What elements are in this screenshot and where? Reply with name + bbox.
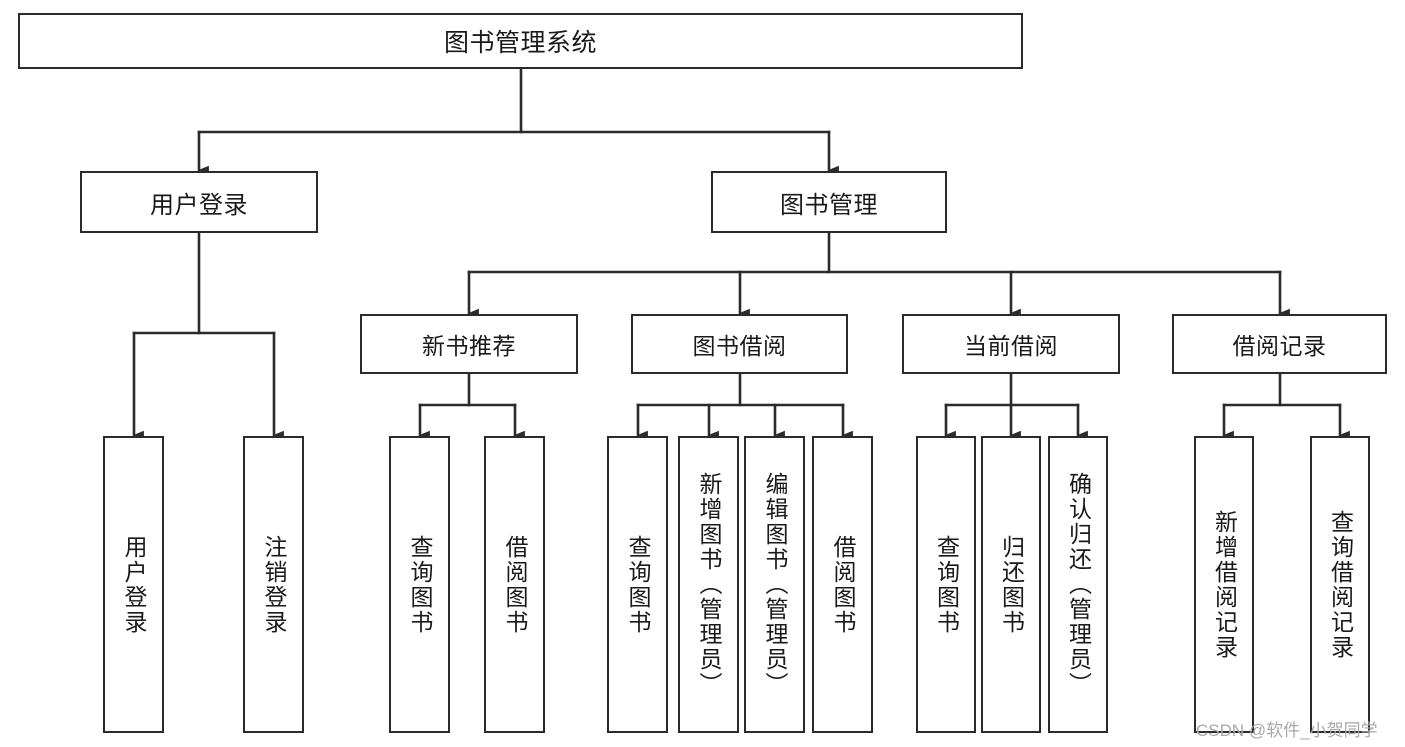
node-label: 借阅图书 [830,534,856,635]
node-label: 查询借阅记录 [1327,509,1354,660]
node-label: 图书管理系统 [443,29,597,57]
node-label: 图书借阅 [692,333,787,359]
leaf-user-login[interactable]: 用户登录 [103,436,164,733]
leaf-query-borrow-record[interactable]: 查询借阅记录 [1310,436,1370,733]
leaf-logout[interactable]: 注销登录 [243,436,304,733]
leaf-borrow-book-recommend[interactable]: 借阅图书 [484,436,545,733]
leaf-query-book-recommend[interactable]: 查询图书 [389,436,450,733]
node-label: 查询图书 [625,534,651,635]
leaf-borrow-book[interactable]: 借阅图书 [812,436,873,733]
leaf-return-book[interactable]: 归还图书 [981,436,1041,733]
node-label: 新书推荐 [422,333,516,359]
leaf-add-book[interactable]: 新增图书（管理员） [678,436,739,733]
leaf-add-borrow-record[interactable]: 新增借阅记录 [1194,436,1254,733]
node-new-book-recommend[interactable]: 新书推荐 [360,314,578,374]
node-borrow-record[interactable]: 借阅记录 [1172,314,1387,374]
node-label: 确认归还（管理员） [1065,472,1092,697]
node-label: 归还图书 [998,534,1025,635]
leaf-confirm-return[interactable]: 确认归还（管理员） [1048,436,1108,733]
node-label: 借阅记录 [1232,333,1327,359]
node-book-manage[interactable]: 图书管理 [711,171,947,233]
leaf-edit-book[interactable]: 编辑图书（管理员） [744,436,805,733]
leaf-query-book-borrow[interactable]: 查询图书 [607,436,668,733]
node-root[interactable]: 图书管理系统 [18,13,1023,69]
node-label: 编辑图书（管理员） [762,472,788,697]
node-label: 用户登录 [150,191,248,219]
node-user-login[interactable]: 用户登录 [80,171,318,233]
node-label: 新增借阅记录 [1211,509,1238,660]
node-book-borrow[interactable]: 图书借阅 [631,314,848,374]
node-label: 查询图书 [407,534,433,635]
node-label: 注销登录 [261,534,287,635]
node-label: 用户登录 [121,534,147,635]
node-label: 新增图书（管理员） [696,472,722,697]
node-label: 图书管理 [780,191,878,219]
leaf-query-book-current[interactable]: 查询图书 [916,436,976,733]
node-label: 查询图书 [933,534,960,635]
node-current-borrow[interactable]: 当前借阅 [902,314,1120,374]
node-label: 当前借阅 [964,333,1058,359]
node-label: 借阅图书 [502,534,528,635]
